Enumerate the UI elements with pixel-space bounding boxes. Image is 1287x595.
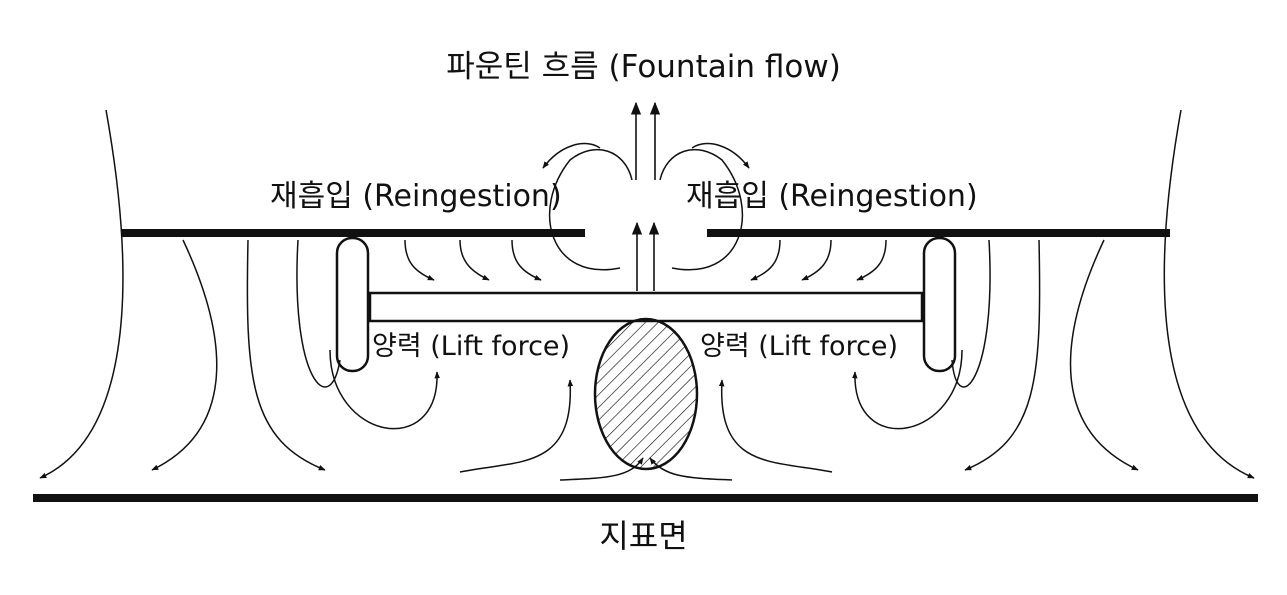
fountain-flow-label: 파운틴 흐름 (Fountain flow) (446, 49, 841, 85)
left-nacelle (335, 236, 370, 373)
reingestion-label-right: 재흡입 (Reingestion) (686, 179, 978, 214)
reingestion-label-left: 재흡입 (Reingestion) (270, 179, 562, 214)
vehicle-body (368, 291, 924, 323)
right-nacelle (922, 236, 957, 373)
lift-arrows (329, 349, 963, 481)
fountain-jets (630, 101, 661, 291)
reingestion-loops (542, 142, 750, 271)
intake-arrows (404, 239, 887, 281)
ground-surface-label: 지표면 (599, 517, 688, 555)
lift-force-label-left: 양력 (Lift force) (372, 331, 571, 362)
fountain-core (593, 317, 699, 471)
lift-force-label-right: 양력 (Lift force) (700, 331, 899, 362)
outer-streamlines (39, 109, 1255, 479)
